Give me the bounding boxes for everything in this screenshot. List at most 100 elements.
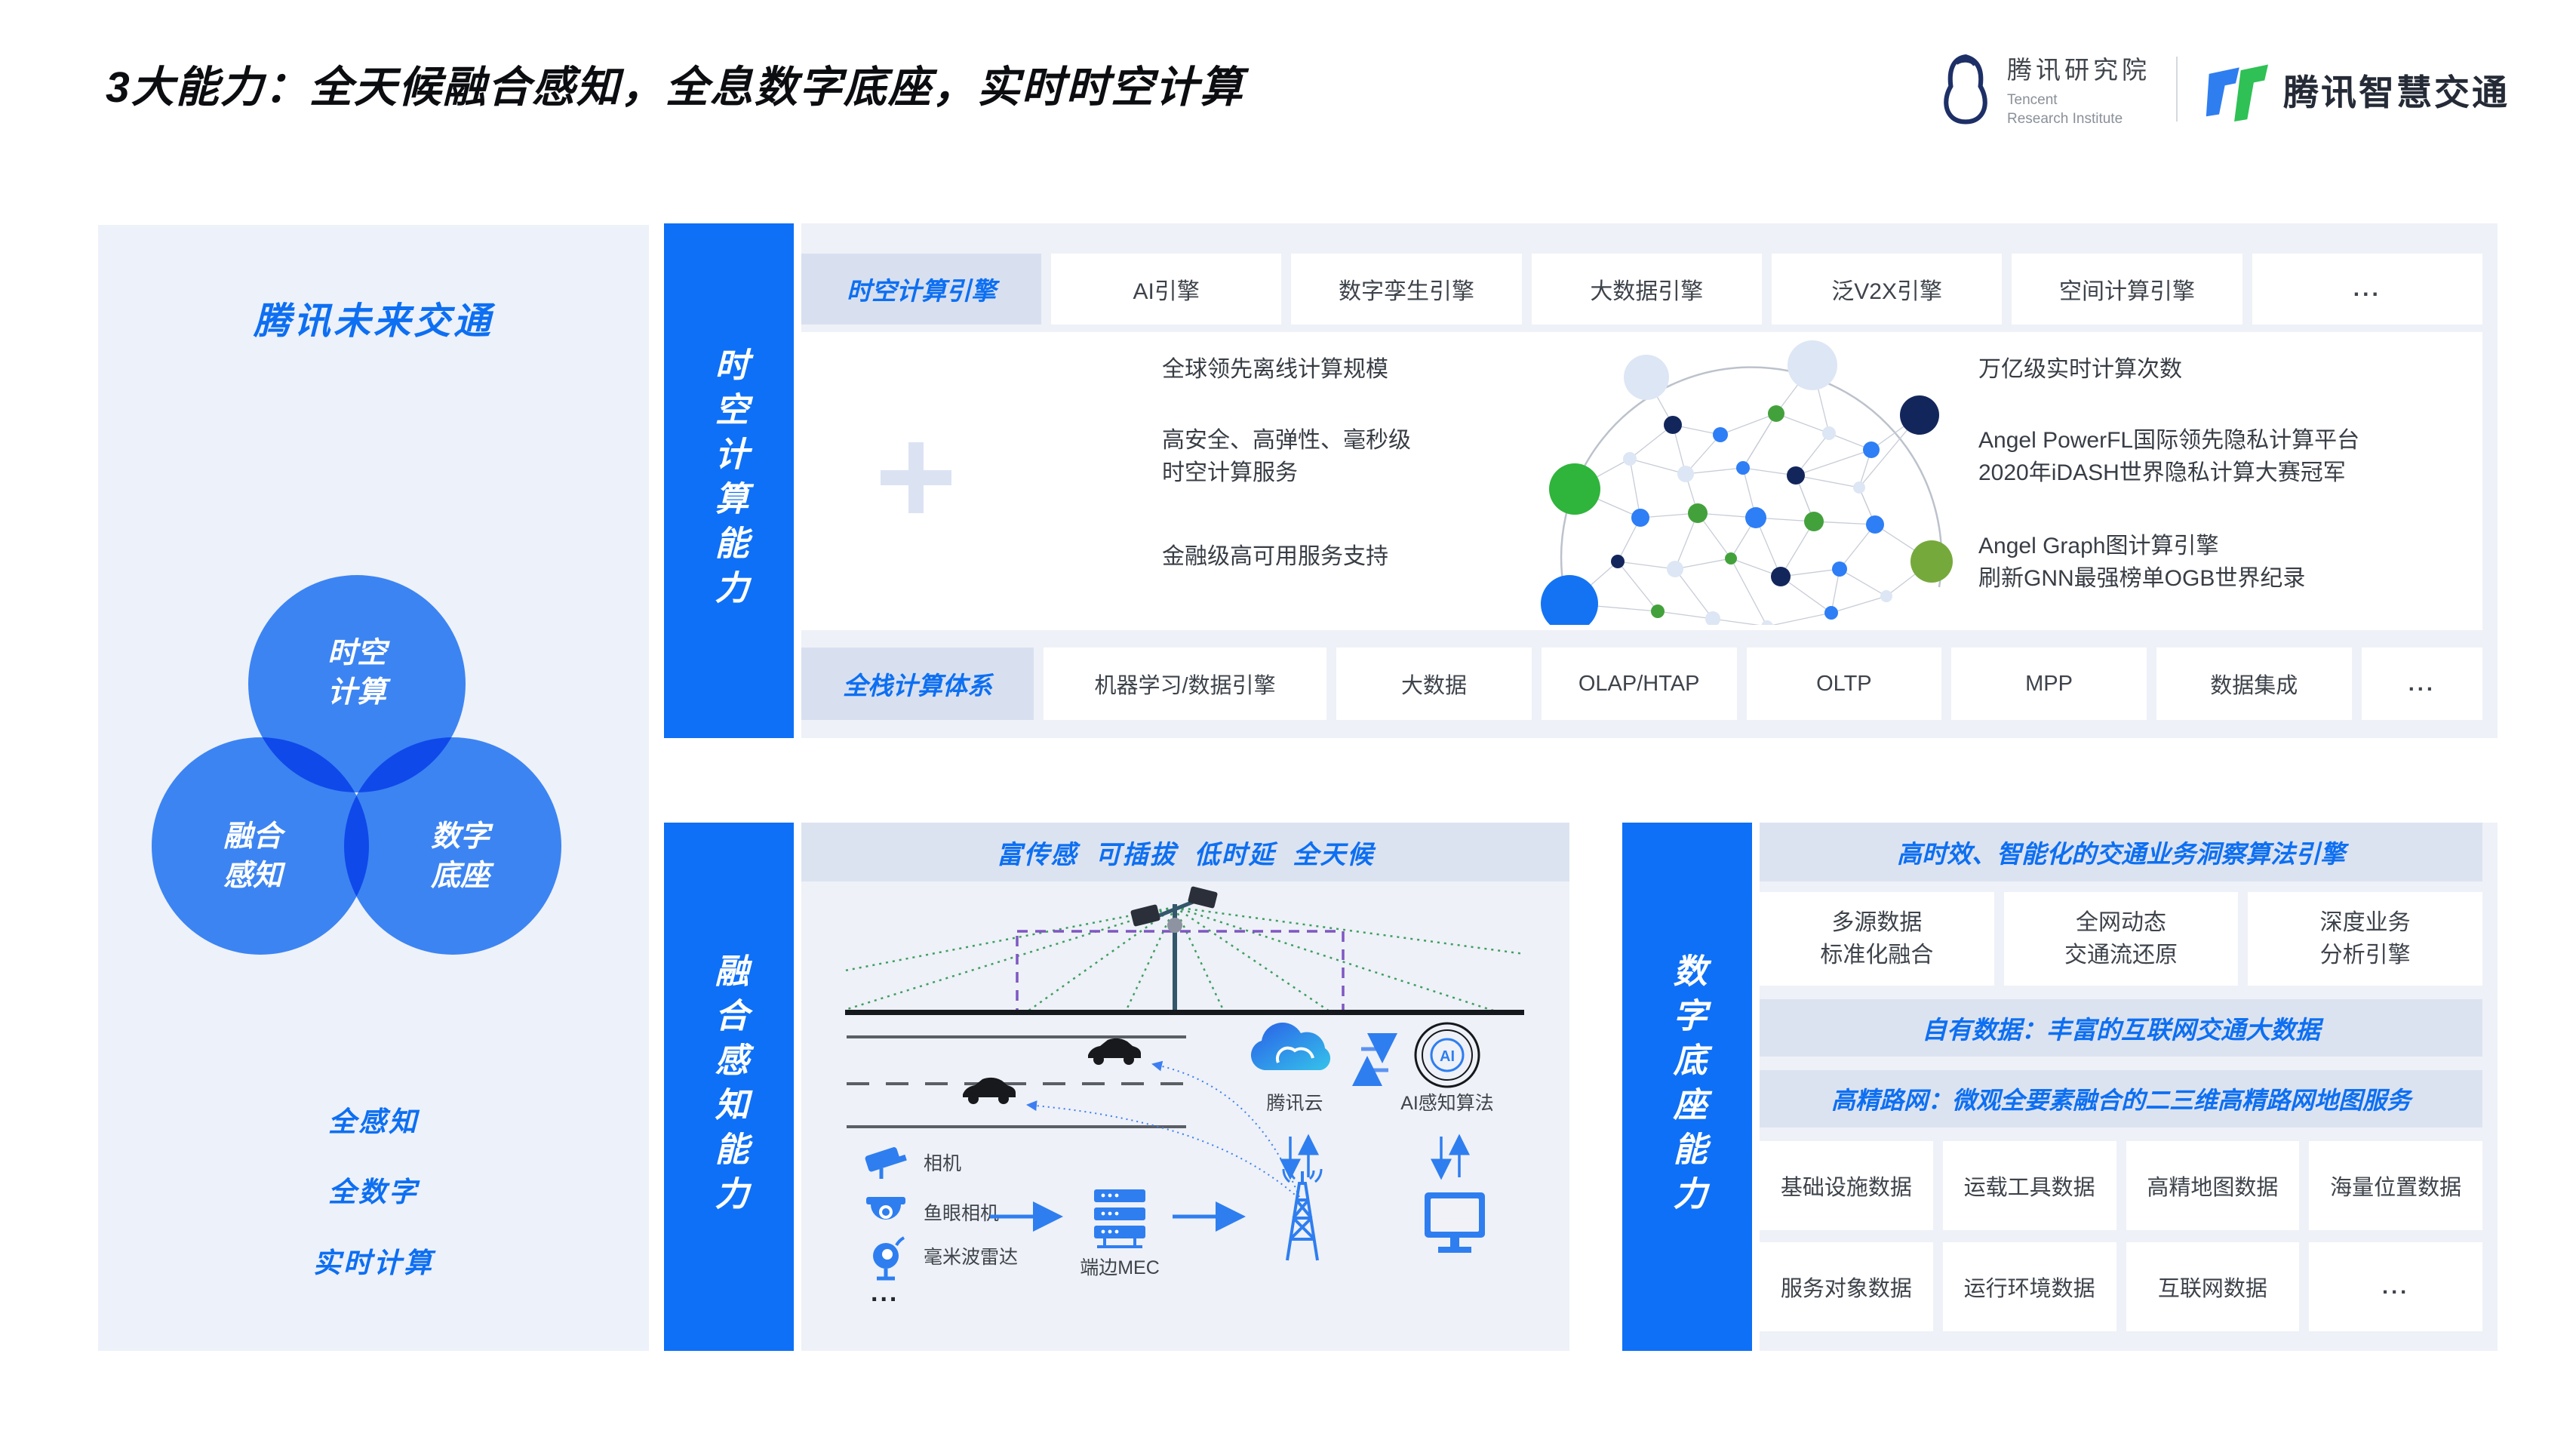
panel-bullet: 实时计算	[313, 1247, 434, 1278]
road-lanes	[847, 1035, 1186, 1128]
perception-capability-section: 富传感 可插拔 低时延 全天候	[664, 823, 1569, 1351]
sensor-label: 鱼眼相机	[924, 1203, 999, 1224]
engine-card: 数字孪生引擎	[1291, 254, 1522, 325]
engine-card-more: ...	[2252, 254, 2482, 325]
car-icon	[1088, 1038, 1141, 1065]
engine-card: 空间计算引擎	[2012, 254, 2242, 325]
compute-point: 高安全、高弹性、毫秒级 时空计算服务	[1162, 428, 1411, 485]
digital-side-label: 数字底座能力	[1668, 953, 1707, 1220]
fisheye-camera-icon	[866, 1197, 905, 1220]
stack-card-more: ...	[2361, 648, 2483, 720]
compute-side-bar: 时空计算能力	[664, 223, 794, 738]
mec-label: 端边MEC	[1080, 1257, 1160, 1278]
camera-icon	[865, 1147, 907, 1179]
venn-label-bottom-left: 融合 感知	[223, 820, 282, 892]
compute-detail-area: 全球领先离线计算规模 高安全、高弹性、毫秒级 时空计算服务 金融级高可用服务支持…	[801, 332, 2482, 630]
data-grid-card: 高精地图数据	[2126, 1141, 2300, 1230]
car-icon	[963, 1077, 1016, 1104]
network-graph-illustration	[1541, 340, 1953, 625]
compute-stat: Angel Graph图计算引擎 刷新GNN最强榜单OGB世界纪录	[1978, 534, 2306, 591]
stack-card: OLAP/HTAP	[1541, 648, 1737, 720]
perception-backdrop: 富传感 可插拔 低时延 全天候	[801, 823, 1569, 1351]
venn-diagram: 时空 计算 融合 感知 数字 底座	[98, 225, 649, 1351]
research-logo-en-line1: Tencent	[2007, 92, 2058, 108]
plus-icon	[881, 442, 951, 513]
stack-card: MPP	[1951, 648, 2147, 720]
perception-side-bar: 融合感知能力	[664, 823, 794, 1351]
tencent-cloud-icon	[1250, 1022, 1331, 1070]
logo-area: 腾讯研究院 Tencent Research Institute 腾讯智慧交通	[1938, 50, 2510, 128]
engine-row-label: 时空计算引擎	[801, 254, 1041, 325]
digital-backdrop: 高时效、智能化的交通业务洞察算法引擎 多源数据 标准化融合 全网动态 交通流还原…	[1760, 823, 2498, 1351]
research-logo-en-line2: Research Institute	[2007, 111, 2123, 127]
stack-card: 数据集成	[2156, 648, 2352, 720]
engine-card: AI引擎	[1051, 254, 1282, 325]
perception-header: 富传感 可插拔 低时延 全天候	[801, 823, 1569, 881]
stack-card: 大数据	[1336, 648, 1532, 720]
compute-point: 金融级高可用服务支持	[1162, 544, 1388, 569]
radar-icon	[873, 1236, 905, 1281]
detection-arrows	[1026, 1060, 1303, 1202]
monitor-icon	[1425, 1192, 1485, 1253]
compute-backdrop: 时空计算引擎 AI引擎 数字孪生引擎 大数据引擎 泛V2X引擎 空间计算引擎 .…	[801, 223, 2498, 738]
sensor-mast-icon	[844, 886, 1525, 1015]
venn-label-top: 时空 计算	[327, 637, 386, 709]
stack-card: OLTP	[1746, 648, 1942, 720]
data-grid-card: 海量位置数据	[2309, 1141, 2482, 1230]
venn-circle-bottom-left	[152, 737, 369, 955]
transport-logo-cn: 腾讯智慧交通	[2283, 72, 2510, 112]
future-transport-panel: 腾讯未来交通 时空 计算 融合 感知 数字 底座 全感知 全数字 实时计算	[98, 225, 649, 1351]
roadside-sensing-illustration: 腾讯云 AI AI感知算法	[844, 886, 1525, 1307]
digital-base-section: 高时效、智能化的交通业务洞察算法引擎 多源数据 标准化融合 全网动态 交通流还原…	[1622, 823, 2498, 1351]
cloud-label: 腾讯云	[1266, 1093, 1323, 1114]
digital-cards: 多源数据 标准化融合 全网动态 交通流还原 深度业务 分析引擎	[1760, 892, 2483, 986]
data-grid-card: 互联网数据	[2126, 1242, 2300, 1331]
digital-card: 全网动态 交通流还原	[2003, 892, 2239, 986]
digital-card: 多源数据 标准化融合	[1760, 892, 1994, 986]
tower-icon	[1282, 1168, 1323, 1261]
panel-bullet: 全感知	[328, 1106, 419, 1137]
digital-card: 深度业务 分析引擎	[2248, 892, 2483, 986]
stack-row: 全栈计算体系 机器学习/数据引擎 大数据 OLAP/HTAP OLTP MPP …	[801, 648, 2483, 720]
venn-label-bottom-right: 数字 底座	[430, 820, 490, 892]
transport-logo-icon	[2206, 64, 2268, 122]
sync-icon	[1352, 1033, 1397, 1086]
updown-arrows	[1280, 1134, 1470, 1180]
ai-label: AI感知算法	[1400, 1093, 1494, 1114]
data-grid: 基础设施数据 运载工具数据 高精地图数据 海量位置数据 服务对象数据 运行环境数…	[1760, 1141, 2482, 1331]
sensor-label: 毫米波雷达	[924, 1247, 1018, 1268]
engine-row: 时空计算引擎 AI引擎 数字孪生引擎 大数据引擎 泛V2X引擎 空间计算引擎 .…	[801, 254, 2482, 325]
data-grid-card: 运载工具数据	[1942, 1141, 2116, 1230]
perception-side-label: 融合感知能力	[709, 953, 749, 1220]
research-logo-text: 腾讯研究院 Tencent Research Institute	[2007, 50, 2150, 128]
compute-point: 全球领先离线计算规模	[1162, 357, 1388, 382]
compute-side-label: 时空计算能力	[709, 347, 749, 614]
ai-algorithm-icon: AI	[1414, 1022, 1480, 1088]
compute-stat: 万亿级实时计算次数	[1978, 357, 2182, 382]
research-logo-cn: 腾讯研究院	[2007, 56, 2150, 84]
data-grid-card: 服务对象数据	[1760, 1242, 1933, 1331]
mec-server-icon	[1094, 1189, 1145, 1248]
data-grid-card: 运行环境数据	[1942, 1242, 2116, 1331]
data-grid-card-more: ...	[2309, 1242, 2482, 1331]
sensor-label: 相机	[924, 1153, 961, 1174]
own-data-band: 自有数据：丰富的互联网交通大数据	[1760, 999, 2482, 1057]
page-title: 3大能力：全天候融合感知，全息数字底座，实时时空计算	[106, 63, 1244, 112]
panel-title: 腾讯未来交通	[253, 301, 493, 342]
sensor-more: ...	[871, 1278, 899, 1307]
stack-card: 机器学习/数据引擎	[1044, 648, 1327, 720]
data-grid-card: 基础设施数据	[1760, 1141, 1933, 1230]
engine-card: 泛V2X引擎	[1771, 254, 2003, 325]
digital-side-bar: 数字底座能力	[1622, 823, 1752, 1351]
logo-divider	[2176, 57, 2178, 122]
research-logo-en: Tencent Research Institute	[2007, 91, 2150, 128]
engine-card: 大数据引擎	[1531, 254, 1762, 325]
venn-circle-bottom-right	[344, 737, 561, 955]
stack-row-label: 全栈计算体系	[801, 648, 1034, 720]
digital-header: 高时效、智能化的交通业务洞察算法引擎	[1760, 823, 2482, 881]
compute-capability-section: 时空计算引擎 AI引擎 数字孪生引擎 大数据引擎 泛V2X引擎 空间计算引擎 .…	[664, 223, 2498, 738]
compute-stat: Angel PowerFL国际领先隐私计算平台 2020年iDASH世界隐私计算…	[1978, 428, 2360, 485]
hd-map-band: 高精路网：微观全要素融合的二三维高精路网地图服务	[1760, 1070, 2482, 1128]
panel-bullet: 全数字	[328, 1177, 419, 1208]
